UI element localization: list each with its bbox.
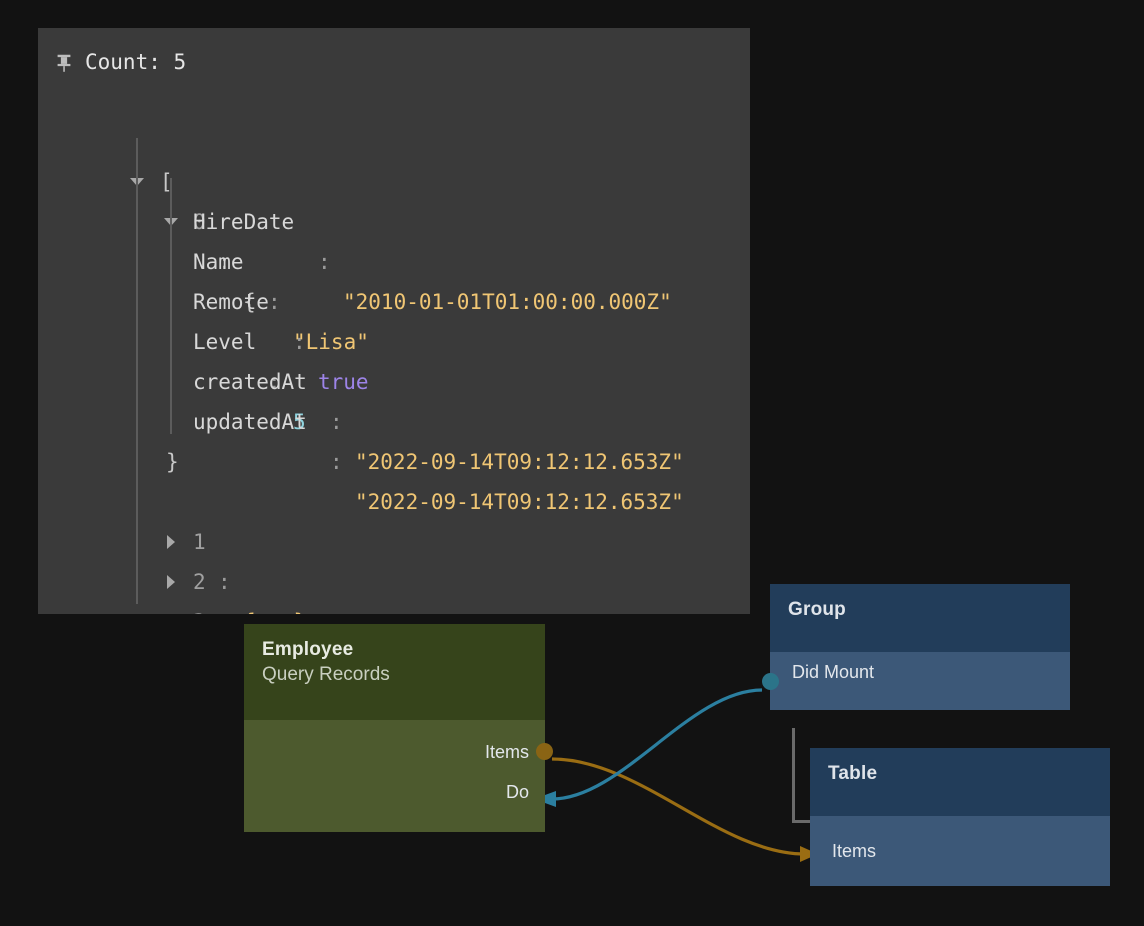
json-row-index-1[interactable]: 1 : {...} <box>38 442 750 614</box>
object-close-brace: } <box>166 450 179 474</box>
inspector-header: Count: 5 <box>38 42 750 82</box>
port-dot-icon[interactable] <box>762 673 779 690</box>
node-employee[interactable]: Employee Query Records Items Do <box>244 624 553 832</box>
node-group-header[interactable]: Group <box>770 584 1070 652</box>
field-key: createdAt <box>193 370 307 394</box>
node-employee-body: Items Do <box>244 720 553 832</box>
json-field-level[interactable]: Level : 5 <box>38 282 750 434</box>
node-table-body: Items <box>810 816 1110 886</box>
row-index: 1 <box>193 530 206 554</box>
node-group-title: Group <box>788 599 846 620</box>
port-employee-do[interactable]: Do <box>244 772 545 812</box>
field-value: "2022-09-14T09:12:12.653Z" <box>355 490 684 514</box>
group-nesting-bracket <box>792 728 817 823</box>
row-colon: : <box>218 602 231 614</box>
row-colon: : <box>218 250 231 274</box>
json-row-index-2[interactable]: 2 : {...} <box>38 482 750 614</box>
node-employee-subtitle: Query Records <box>262 664 390 685</box>
port-label: Did Mount <box>792 661 875 682</box>
json-row-index-0[interactable]: 0 : { <box>38 122 750 314</box>
field-value: "2022-09-14T09:12:12.653Z" <box>355 450 684 474</box>
json-field-hiredate[interactable]: HireDate : "2010-01-01T01:00:00.000Z" <box>38 162 750 314</box>
field-value: "2010-01-01T01:00:00.000Z" <box>343 290 672 314</box>
field-key: Level <box>193 330 257 354</box>
indent-guide-line <box>170 178 172 434</box>
json-row-index-3[interactable]: 3 : {...} <box>38 522 750 614</box>
port-employee-items[interactable]: Items <box>244 732 553 772</box>
pin-icon[interactable] <box>53 52 75 74</box>
field-colon: : <box>330 410 343 434</box>
node-employee-header[interactable]: Employee Query Records <box>244 624 545 720</box>
port-dot-icon[interactable] <box>536 743 553 760</box>
field-colon: : <box>293 330 306 354</box>
field-colon: : <box>268 290 281 314</box>
field-key: Name <box>193 250 244 274</box>
node-employee-title: Employee <box>262 639 354 660</box>
node-table-title: Table <box>828 763 878 784</box>
json-field-remote[interactable]: Remote : true <box>38 242 750 394</box>
json-row-index-4[interactable]: 4 : {...} <box>38 562 750 602</box>
json-row-array-close: ] <box>38 602 750 614</box>
field-colon: : <box>318 250 331 274</box>
field-value: true <box>318 370 369 394</box>
edge-employee-items-to-table-items <box>551 757 806 856</box>
field-value: "Lisa" <box>293 330 369 354</box>
field-key: updatedAt <box>193 410 307 434</box>
port-label: Items <box>484 741 529 762</box>
node-group[interactable]: Group Did Mount <box>762 584 1070 710</box>
inspector-count-label: Count: 5 <box>85 50 187 74</box>
port-label: Do <box>505 781 529 802</box>
row-index: 3 <box>193 602 206 614</box>
disclosure-triangle-closed-icon[interactable] <box>163 522 179 562</box>
port-table-items[interactable]: Items <box>810 816 1110 886</box>
json-row-array-open[interactable]: [ <box>38 82 750 194</box>
row-index: 0 <box>193 210 206 234</box>
node-group-body: Did Mount <box>762 652 1070 710</box>
port-group-did-mount[interactable]: Did Mount <box>762 652 1070 692</box>
node-table-header[interactable]: Table <box>810 748 1110 816</box>
field-key: Remote <box>193 290 269 314</box>
port-label: Items <box>832 840 877 861</box>
array-open-bracket: [ <box>160 170 173 194</box>
field-colon: : <box>330 450 343 474</box>
field-key: HireDate <box>193 210 295 234</box>
json-row-object-close: } <box>38 402 750 474</box>
node-table[interactable]: Table Items <box>810 748 1110 886</box>
row-index: 2 <box>193 570 206 594</box>
json-inspector-panel[interactable]: Count: 5 [ 0 : { HireDate : "2010-01-01T… <box>38 28 750 614</box>
row-collapsed-value: {...} <box>243 602 306 614</box>
disclosure-triangle-closed-icon[interactable] <box>163 562 179 602</box>
edge-group-didmount-to-employee-do <box>551 688 763 801</box>
field-value: 5 <box>293 410 306 434</box>
json-field-name[interactable]: Name : "Lisa" <box>38 202 750 354</box>
json-field-updatedat[interactable]: updatedAt : "2022-09-14T09:12:12.653Z" <box>38 362 750 514</box>
object-open-brace: { <box>243 290 256 314</box>
row-colon: : <box>218 570 231 594</box>
json-field-createdat[interactable]: createdAt : "2022-09-14T09:12:12.653Z" <box>38 322 750 474</box>
field-colon: : <box>268 370 281 394</box>
indent-guide-line <box>136 138 138 604</box>
